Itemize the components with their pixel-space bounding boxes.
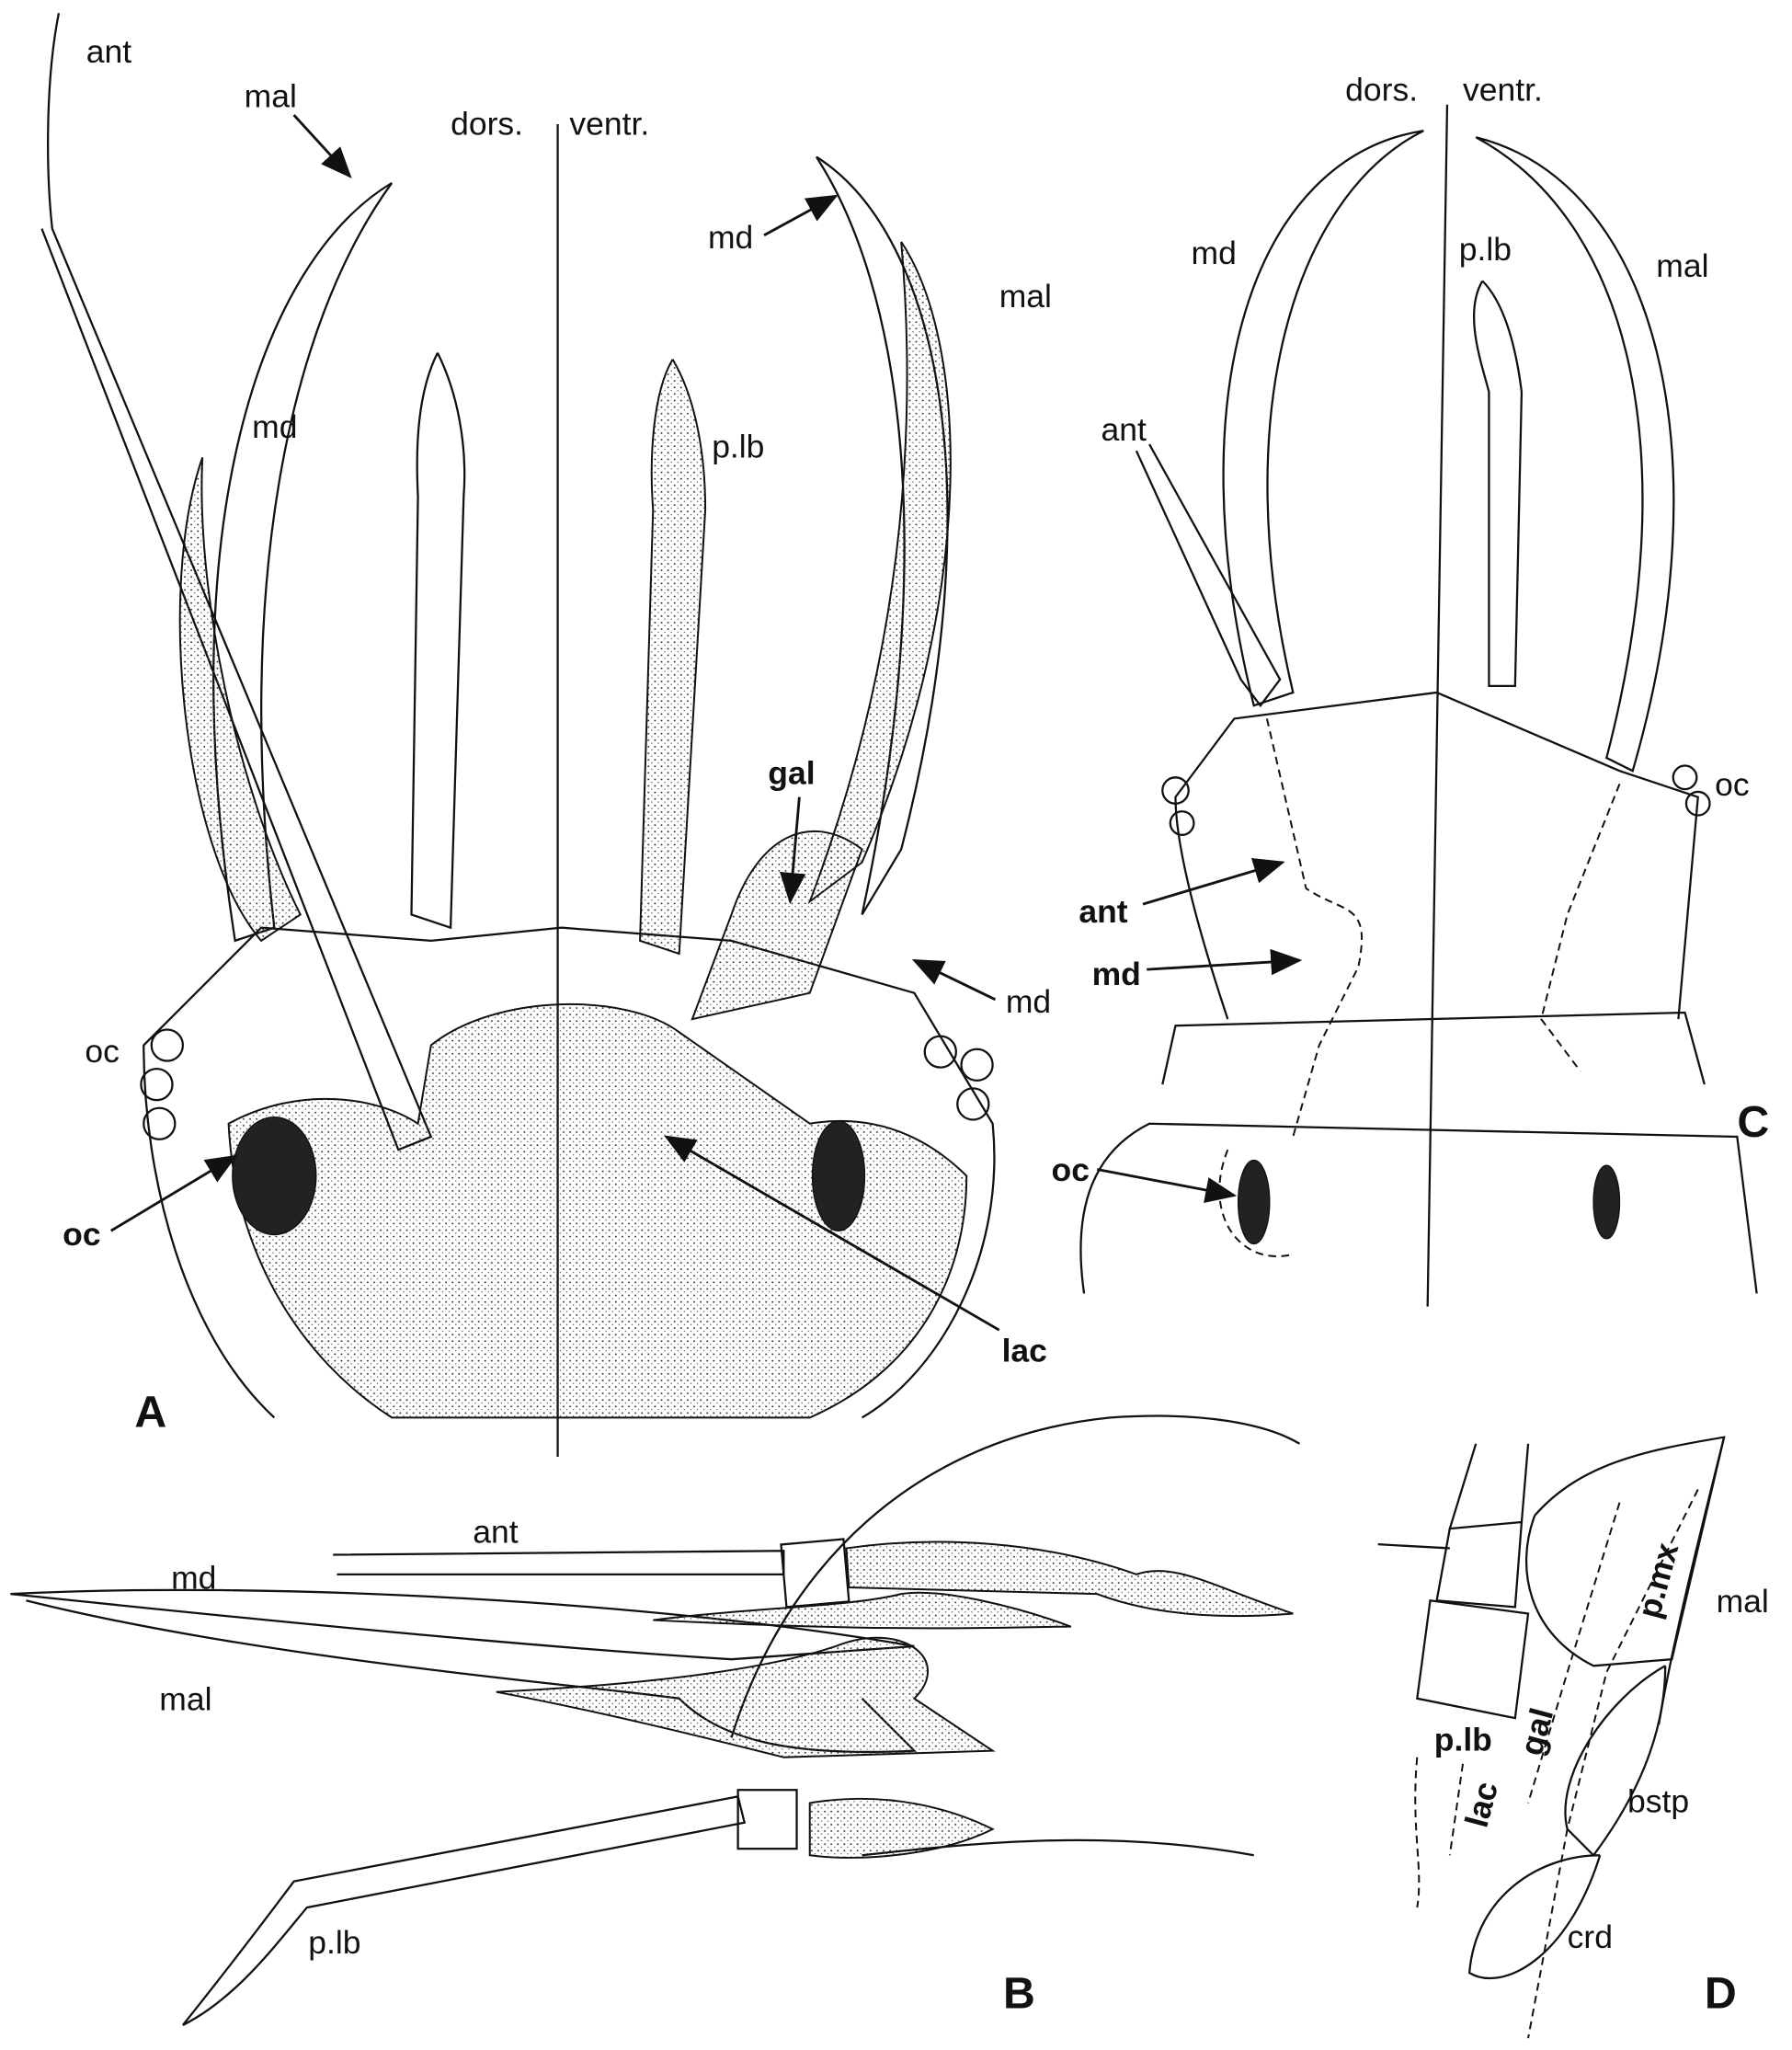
- stippled-inner-b: [496, 1636, 996, 1758]
- arrow-ant: [1142, 857, 1285, 906]
- label-ant: ant: [86, 33, 131, 70]
- maxilla-head-d: [1524, 1436, 1726, 1667]
- palp-base-b: [736, 1789, 798, 1850]
- label-dors: dors.: [451, 105, 523, 142]
- label-crd: crd: [1568, 1918, 1613, 1955]
- antenna-a: [40, 13, 433, 1151]
- label-mal: mal: [1656, 247, 1708, 284]
- midline: [1426, 104, 1449, 1307]
- label-oc: oc: [1715, 766, 1750, 803]
- stippled-head-area: [227, 1002, 968, 1419]
- ocellus-dark-left: [232, 1116, 317, 1236]
- label-mal: mal: [999, 278, 1052, 315]
- arrow-md: [763, 194, 839, 237]
- bstp-d: [1564, 1665, 1667, 1857]
- label-gal: gal: [768, 754, 815, 791]
- labial-palp-left-a: [410, 352, 466, 930]
- ocellus-dark-right: [811, 1120, 866, 1231]
- panel-d: p.mx mal p.lb gal lac bstp crd D: [1377, 1436, 1769, 2039]
- label-ant: ant: [1079, 893, 1127, 930]
- label-mal: mal: [1717, 1583, 1769, 1620]
- label-ventr: ventr.: [1463, 71, 1543, 108]
- label-lac: lac: [1458, 1778, 1505, 1831]
- arrow-oc: [110, 1154, 238, 1232]
- arrow-oc: [1096, 1168, 1238, 1203]
- head-capsule-outline-c: [1174, 691, 1699, 1020]
- label-gal: gal: [1512, 1704, 1560, 1759]
- stippled-lower-b: [808, 1797, 995, 1859]
- antenna-c: [1135, 443, 1282, 708]
- label-pmx: p.mx: [1630, 1539, 1685, 1622]
- eye-spots-right: [923, 1035, 994, 1121]
- head-capsule-outline: [143, 926, 996, 1419]
- panel-letter-c: C: [1737, 1097, 1769, 1147]
- ocellus-dark-right-c: [1592, 1164, 1621, 1240]
- labial-palp-b: [181, 1795, 747, 2026]
- galea-stippled-a: [691, 830, 863, 1021]
- label-md: md: [252, 408, 297, 445]
- palp-segments-d: [1377, 1443, 1530, 1609]
- label-md: md: [1192, 235, 1237, 271]
- dashed-internal-c: [1218, 718, 1621, 1257]
- stippled-upper-b: [653, 1591, 1072, 1630]
- panel-letter-b: B: [1003, 1968, 1035, 2018]
- label-mal: mal: [159, 1681, 211, 1718]
- label-md: md: [1006, 983, 1051, 1020]
- label-ventr: ventr.: [569, 105, 649, 142]
- label-oc: oc: [63, 1216, 100, 1253]
- arrow-md-lower: [911, 958, 997, 1002]
- arrow-mal: [292, 114, 352, 178]
- ocellus-dark-left-c: [1237, 1159, 1271, 1245]
- label-plb: p.lb: [712, 428, 764, 464]
- label-oc: oc: [1052, 1151, 1090, 1188]
- mandible-right-c: [1475, 136, 1675, 773]
- label-plb: p.lb: [1434, 1722, 1492, 1758]
- label-oc: oc: [85, 1033, 119, 1070]
- panel-a: ant mal dors. ventr. md mal md p.lb gal …: [40, 13, 1052, 1457]
- label-ant: ant: [1101, 411, 1147, 448]
- antenna-base-b: [780, 1538, 850, 1609]
- palp-base-d: [1416, 1598, 1530, 1720]
- panel-c: dors. ventr. md p.lb mal ant oc ant md C…: [1052, 71, 1769, 1307]
- maxilla-right-a: [807, 241, 952, 905]
- arrow-md: [1147, 948, 1303, 976]
- label-plb: p.lb: [308, 1924, 360, 1961]
- label-plb: p.lb: [1459, 231, 1512, 268]
- thorax-outline-c: [1079, 1011, 1758, 1294]
- antenna-b: [333, 1550, 785, 1575]
- mandible-left-a: [212, 181, 394, 943]
- eye-spots-left: [140, 1028, 185, 1140]
- arrow-gal: [780, 796, 806, 905]
- label-md: md: [171, 1559, 216, 1596]
- labial-palp-c: [1472, 280, 1524, 688]
- stippled-dorsal-b: [845, 1540, 1294, 1618]
- mandible-left-c: [1222, 130, 1424, 707]
- label-bstp: bstp: [1627, 1782, 1689, 1819]
- panel-letter-a: A: [134, 1387, 166, 1437]
- label-md: md: [1092, 956, 1141, 992]
- labial-palp-right-a: [639, 359, 707, 956]
- label-md: md: [708, 219, 753, 256]
- panel-b: ant md mal p.lb B: [10, 1414, 1301, 2026]
- mandible-b: [10, 1588, 915, 1661]
- label-ant: ant: [473, 1514, 518, 1551]
- panel-letter-d: D: [1705, 1968, 1737, 2018]
- label-mal: mal: [245, 78, 297, 115]
- label-dors: dors.: [1345, 71, 1418, 108]
- maxilla-left-a: [178, 456, 302, 943]
- label-lac: lac: [1002, 1332, 1047, 1369]
- ventral-outline-b: [862, 1838, 1254, 1857]
- arrow-lac: [664, 1135, 1000, 1332]
- crd-d: [1467, 1854, 1602, 1980]
- eye-spots-c: [1161, 764, 1711, 836]
